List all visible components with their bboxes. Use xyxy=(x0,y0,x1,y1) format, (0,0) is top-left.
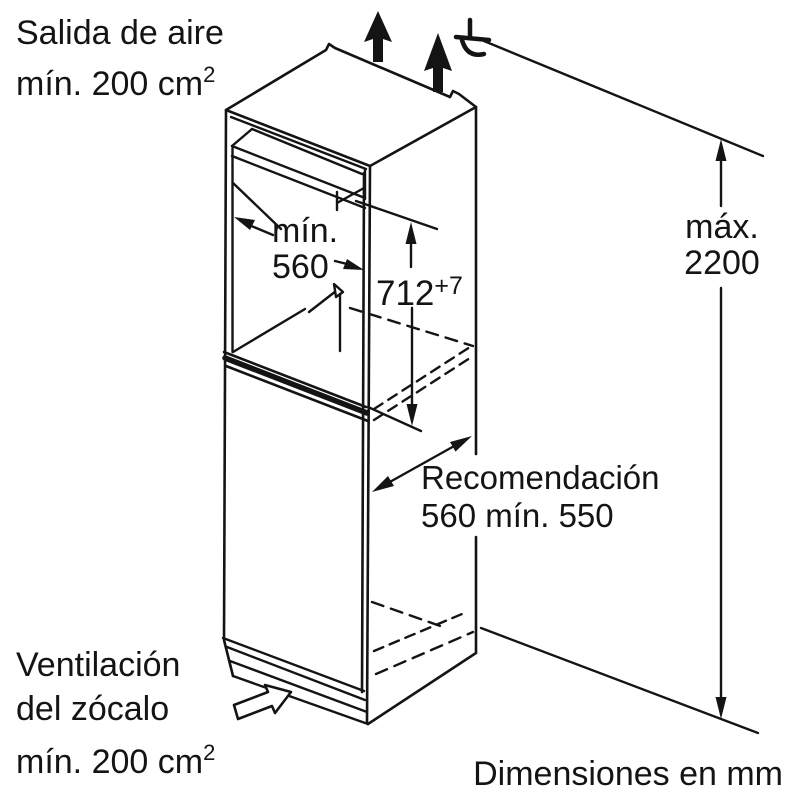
extension-line-bottom xyxy=(366,405,423,433)
hidden-edges xyxy=(348,306,475,676)
shelf-right-edge-hidden-bottom xyxy=(372,356,472,422)
plinth-recess-top xyxy=(225,645,367,702)
niche-width-line1: mín. xyxy=(272,212,339,250)
extension-line-top xyxy=(482,39,765,158)
plinth-recess-bottom xyxy=(228,659,369,714)
bottom-right-depth-edge-hidden-top xyxy=(372,612,464,653)
arrowhead-down xyxy=(406,404,418,426)
dim-max-height xyxy=(479,39,765,735)
dim-niche-width xyxy=(234,217,364,270)
max-height-line1: máx. xyxy=(685,208,759,246)
top-airflow xyxy=(364,11,492,92)
depth-line1: Recomendación xyxy=(421,459,660,496)
niche-ceiling-depth-segment xyxy=(335,186,366,205)
arrowhead-lower-left xyxy=(372,476,394,492)
appliance-top-band xyxy=(222,350,370,423)
arrowhead-upper-right xyxy=(450,436,472,452)
arrowhead-up xyxy=(715,139,727,161)
plinth-airflow-arrow xyxy=(232,683,293,721)
label-plinth-ventilation: Ventilación del zócalo mín. 200 cm2 xyxy=(16,643,215,784)
top-air-slot xyxy=(229,115,368,210)
air-exit-swirl-icon xyxy=(453,17,492,57)
cabinet-front-right-edge-outer xyxy=(365,165,372,724)
air-outlet-line2: mín. 200 cm2 xyxy=(16,62,216,103)
niche-rear-corner-marker xyxy=(332,282,345,299)
airflow-arrow-icon xyxy=(424,33,452,92)
floor-front-edge xyxy=(231,674,370,726)
swirl-stroke xyxy=(453,34,492,43)
plinth-vent-line2: del zócalo xyxy=(16,690,170,728)
bottom-right-depth-edge-hidden-low xyxy=(374,630,475,676)
label-max-height: máx. 2200 xyxy=(672,209,772,281)
cabinet-left-front-edge xyxy=(222,108,235,678)
top-panel-inner-edge xyxy=(229,115,368,171)
dim-depth xyxy=(372,436,472,492)
units-note-text: Dimensiones en mm xyxy=(473,755,783,793)
arrowhead-left xyxy=(234,217,255,230)
plinth-vent-superscript: 2 xyxy=(203,740,216,765)
niche-floor-left-depth-edge-rear xyxy=(307,289,338,314)
extension-line-top xyxy=(354,199,439,231)
bottom-rear-edge-hidden xyxy=(370,600,448,630)
shelf-bottom-edge xyxy=(224,364,370,423)
arrowhead-up xyxy=(405,222,417,244)
shelf-right-edge-hidden-top xyxy=(372,345,472,411)
shelf-front-face xyxy=(222,355,370,416)
extension-line-bottom xyxy=(479,626,760,735)
max-height-line2: 2200 xyxy=(684,244,760,282)
cabinet-top-face xyxy=(224,42,478,168)
dim-line xyxy=(386,443,458,485)
plinth-vent-line3: mín. 200 cm2 xyxy=(16,740,216,781)
cabinet-front-right-edge-inner xyxy=(360,171,366,694)
swirl-stroke xyxy=(459,37,487,57)
slot-rear-edge xyxy=(250,127,364,176)
plinth-area xyxy=(221,636,370,726)
shelf-top-edge xyxy=(222,350,368,409)
niche-height-tolerance: +7 xyxy=(434,272,463,300)
appliance-door-bottom-edge xyxy=(221,636,366,693)
label-units-note: Dimensiones en mm xyxy=(437,754,783,795)
niche-floor-left-depth-edge xyxy=(231,307,307,354)
slot-left-depth-edge xyxy=(230,127,254,148)
niche-interior xyxy=(231,146,366,354)
plinth-vent-line1: Ventilación xyxy=(16,646,181,684)
cabinet-bottom-side-edge xyxy=(366,651,478,726)
niche-rear-diagonal xyxy=(231,181,283,231)
label-air-outlet: Salida de aire mín. 200 cm2 xyxy=(16,13,224,105)
dim-niche-height xyxy=(354,199,439,433)
dim-line-left xyxy=(247,223,275,237)
niche-width-line2: 560 xyxy=(272,248,329,286)
air-outlet-superscript: 2 xyxy=(203,62,216,87)
niche-height-value: 712 xyxy=(376,274,435,313)
airflow-arrow-icon xyxy=(364,11,392,62)
depth-line2: 560 mín. 550 xyxy=(421,497,614,534)
label-niche-height: 712+7 xyxy=(376,266,463,314)
niche-ceiling-band-top xyxy=(230,144,367,200)
arrowhead-down xyxy=(715,697,727,719)
label-depth-recommendation: Recomendación 560 mín. 550 xyxy=(421,459,659,535)
label-niche-width: mín. 560 xyxy=(272,213,338,285)
cabinet-outline xyxy=(222,42,478,726)
air-outlet-line1: Salida de aire xyxy=(16,14,224,52)
dim-line-right xyxy=(333,259,349,266)
arrowhead-right xyxy=(343,259,364,270)
